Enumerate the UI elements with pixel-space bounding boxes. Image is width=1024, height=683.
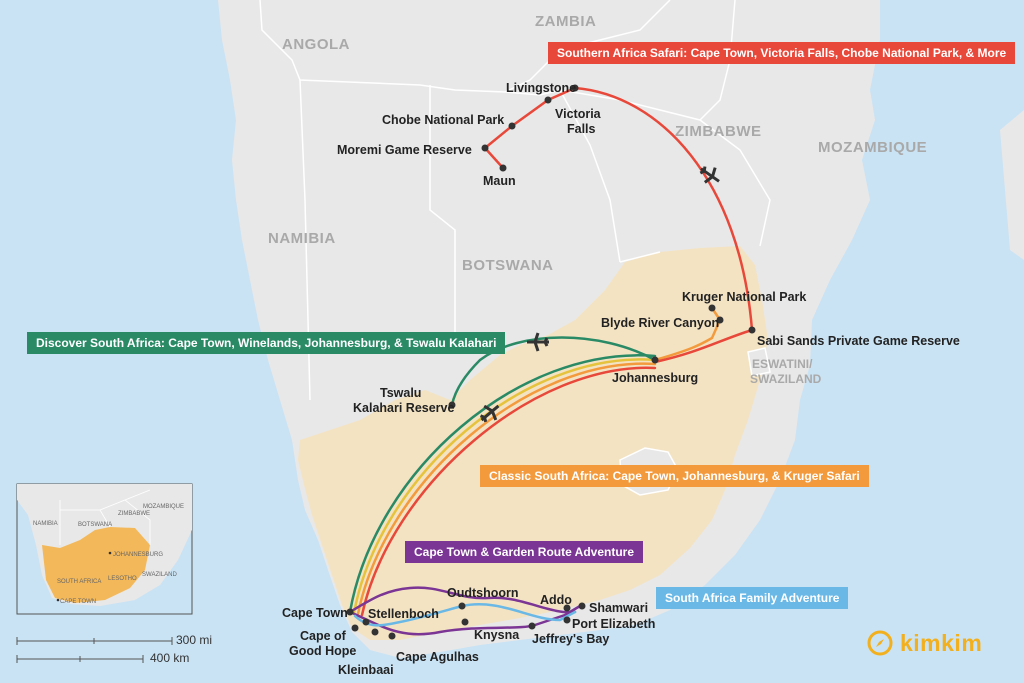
routes	[348, 86, 754, 636]
dot-oudtshoorn	[458, 602, 466, 610]
plane-icon	[699, 166, 720, 184]
route-trunk-red	[360, 366, 657, 617]
inset-zimbabwe: ZIMBABWE	[118, 511, 150, 517]
label-addo: Addo	[540, 593, 572, 607]
route-southern-safari-moremi	[483, 146, 505, 170]
dot-cape-town	[346, 608, 354, 616]
label-angola: ANGOLA	[282, 36, 350, 53]
dot-shamwari	[578, 602, 586, 610]
compass-icon	[867, 630, 893, 656]
dot-maun	[499, 164, 507, 172]
dot-kleinbaai	[371, 628, 379, 636]
route-banner-garden: Cape Town & Garden Route Adventure	[405, 541, 644, 563]
dot-moremi	[481, 144, 489, 152]
label-namibia: NAMIBIA	[268, 230, 336, 247]
plane-icons	[479, 166, 720, 423]
dot-chobe	[508, 122, 516, 130]
label-cape-good-2: Good Hope	[289, 644, 356, 658]
label-victoria-1: Victoria	[555, 107, 602, 121]
inset-swaziland: SWAZILAND	[142, 572, 177, 578]
inset-lesotho: LESOTHO	[108, 576, 137, 582]
dot-stellenbosch	[362, 618, 370, 626]
label-kleinbaai: Kleinbaai	[338, 663, 394, 677]
label-cape-agulhas: Cape Agulhas	[396, 650, 479, 664]
plane-icon	[479, 404, 500, 423]
label-kruger: Kruger National Park	[682, 290, 806, 304]
label-zimbabwe: ZIMBABWE	[675, 123, 762, 140]
label-jeffreys: Jeffrey's Bay	[532, 632, 609, 646]
dot-knysna	[461, 618, 469, 626]
inset-namibia: NAMIBIA	[33, 521, 58, 527]
location-dots	[346, 84, 756, 640]
scale-bars	[16, 637, 173, 663]
dot-blyde	[716, 316, 724, 324]
label-johannesburg: Johannesburg	[612, 371, 698, 385]
route-classic-kruger	[653, 306, 722, 362]
route-banner-southern-safari: Southern Africa Safari: Cape Town, Victo…	[548, 42, 1016, 64]
inset-johannesburg: JOHANNESBURG	[113, 552, 163, 558]
label-eswatini-1: ESWATINI/	[752, 357, 813, 371]
label-port-elizabeth: Port Elizabeth	[572, 617, 655, 631]
route-trunk-green	[348, 354, 657, 614]
route-banner-discover: Discover South Africa: Cape Town, Winela…	[27, 332, 506, 354]
inset-botswana: BOTSWANA	[78, 522, 112, 528]
label-sabi: Sabi Sands Private Game Reserve	[757, 334, 960, 348]
scale-km: 400 km	[150, 651, 190, 665]
label-cape-good-1: Cape of	[300, 629, 347, 643]
inset-map: NAMIBIA BOTSWANA ZIMBABWE MOZAMBIQUE JOH…	[16, 483, 193, 615]
route-banner-family: South Africa Family Adventure	[656, 587, 849, 609]
dot-livingstone	[571, 84, 579, 92]
dot-johannesburg	[651, 356, 659, 364]
dot-jeffreys-bay	[528, 622, 536, 630]
label-mozambique: MOZAMBIQUE	[818, 139, 927, 156]
scale-miles: 300 mi	[176, 633, 213, 647]
eswatini-region	[747, 347, 771, 377]
inset-dot-cape-town	[56, 598, 60, 602]
label-victoria-2: Falls	[567, 122, 596, 136]
label-eswatini-2: SWAZILAND	[750, 372, 822, 386]
label-livingstone: Livingstone	[506, 81, 576, 95]
label-maun: Maun	[483, 174, 516, 188]
route-southern-sabi	[653, 328, 754, 364]
label-tswalu-2: Kalahari Reserve	[353, 401, 455, 415]
label-zambia: ZAMBIA	[535, 13, 596, 30]
route-family-blue	[353, 603, 577, 627]
kimkim-logo: kimkim	[866, 628, 982, 658]
dot-addo	[563, 604, 571, 612]
dot-kruger	[708, 304, 716, 312]
label-knysna: Knysna	[474, 628, 520, 642]
label-botswana: BOTSWANA	[462, 257, 554, 274]
madagascar	[1000, 110, 1024, 260]
label-cape-town: Cape Town	[282, 606, 348, 620]
inset-mozambique: MOZAMBIQUE	[143, 504, 184, 510]
plane-icon	[527, 332, 549, 352]
inset-cape-town: CAPE TOWN	[60, 599, 96, 605]
inset-dot-johannesburg	[108, 551, 112, 555]
label-oudtshoorn: Oudtshoorn	[447, 586, 519, 600]
label-tswalu-1: Tswalu	[380, 386, 421, 400]
dot-tswalu	[448, 401, 456, 409]
dot-sabi	[748, 326, 756, 334]
route-trunk-yellow	[352, 358, 657, 615]
route-trunk-orange	[356, 362, 657, 616]
logo-text: kimkim	[900, 629, 983, 656]
dot-cape-good-hope	[351, 624, 359, 632]
route-banner-classic: Classic South Africa: Cape Town, Johanne…	[480, 465, 869, 487]
label-shamwari: Shamwari	[589, 601, 648, 615]
label-moremi: Moremi Game Reserve	[337, 143, 472, 157]
inset-south-africa: SOUTH AFRICA	[57, 579, 101, 585]
dot-cape-agulhas	[388, 632, 396, 640]
dot-victoria-falls	[544, 96, 552, 104]
label-blyde: Blyde River Canyon	[601, 316, 719, 330]
label-stellenbosch: Stellenboch	[368, 607, 439, 621]
dot-port-elizabeth	[563, 616, 571, 624]
label-chobe: Chobe National Park	[382, 113, 504, 127]
